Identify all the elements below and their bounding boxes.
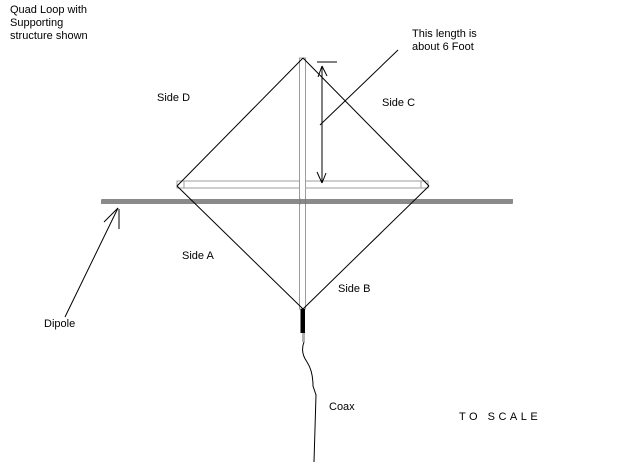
coax-label: Coax	[329, 401, 355, 413]
dipole-wire	[101, 198, 513, 205]
feedpoint-black-segment	[300, 309, 305, 333]
support-pole	[299, 57, 306, 310]
feed-point	[300, 309, 305, 342]
diagram-title: Quad Loop with Supporting structure show…	[10, 4, 88, 42]
side-c-wire	[302, 57, 430, 187]
side-a-wire	[176, 185, 304, 310]
dipole-label: Dipole	[44, 318, 76, 330]
side-c-label: Side C	[382, 97, 416, 109]
quad-loop-wire	[176, 57, 430, 310]
measure-arrowhead-up	[321, 65, 328, 77]
measure-arrowhead-down	[316, 171, 323, 184]
feedpoint-gray-segment	[302, 333, 305, 342]
side-d-label: Side D	[157, 92, 191, 104]
measure-arrowhead-up	[317, 65, 323, 78]
side-d-wire	[176, 57, 304, 187]
coax-cable-line	[302, 341, 317, 463]
dipole-pointer-arrow	[64, 207, 120, 318]
side-b-wire	[302, 185, 430, 310]
length-measure-arrow	[316, 61, 337, 184]
length-note-leader-line	[319, 49, 399, 126]
side-a-label: Side A	[182, 250, 214, 262]
measure-arrowhead-down	[321, 172, 327, 184]
dipole-arrow-barb	[103, 207, 119, 223]
length-note-label: This length is about 6 Foot	[412, 28, 477, 53]
side-b-label: Side B	[338, 283, 371, 295]
to-scale-label: TO SCALE	[459, 411, 542, 423]
dipole-arrow-line	[64, 207, 119, 318]
